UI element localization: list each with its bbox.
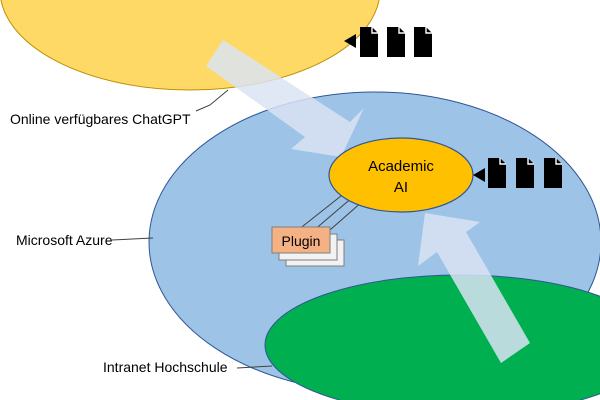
flow-arrow-from-online: [206, 40, 364, 157]
document-icon: [544, 158, 562, 188]
intranet-hochschule-label: Intranet Hochschule: [103, 359, 228, 375]
plugin-card-front: [271, 226, 331, 254]
document-icon: [488, 158, 506, 188]
plugin-label: Plugin: [282, 233, 321, 249]
academic-ai-label-line2: AI: [394, 179, 408, 196]
arrow-icon: [344, 34, 356, 48]
online-chatgpt-label: Online verfügbares ChatGPT: [10, 111, 191, 127]
document-icon: [516, 158, 534, 188]
arrow-icon: [473, 168, 485, 182]
microsoft-azure-label: Microsoft Azure: [16, 232, 113, 248]
academic-ai-node: [328, 137, 474, 213]
plugin-stack: Plugin: [271, 226, 345, 267]
flow-arrow-from-intranet: [418, 213, 530, 363]
label-leaders: [111, 89, 273, 369]
academic-ai-label-line1: Academic: [368, 158, 434, 175]
documents-academic-ai: [473, 158, 562, 188]
document-icon: [360, 27, 378, 57]
document-icon: [414, 27, 432, 57]
documents-online: [344, 27, 432, 57]
online-chatgpt-region: [0, 0, 380, 91]
document-icon: [387, 27, 405, 57]
